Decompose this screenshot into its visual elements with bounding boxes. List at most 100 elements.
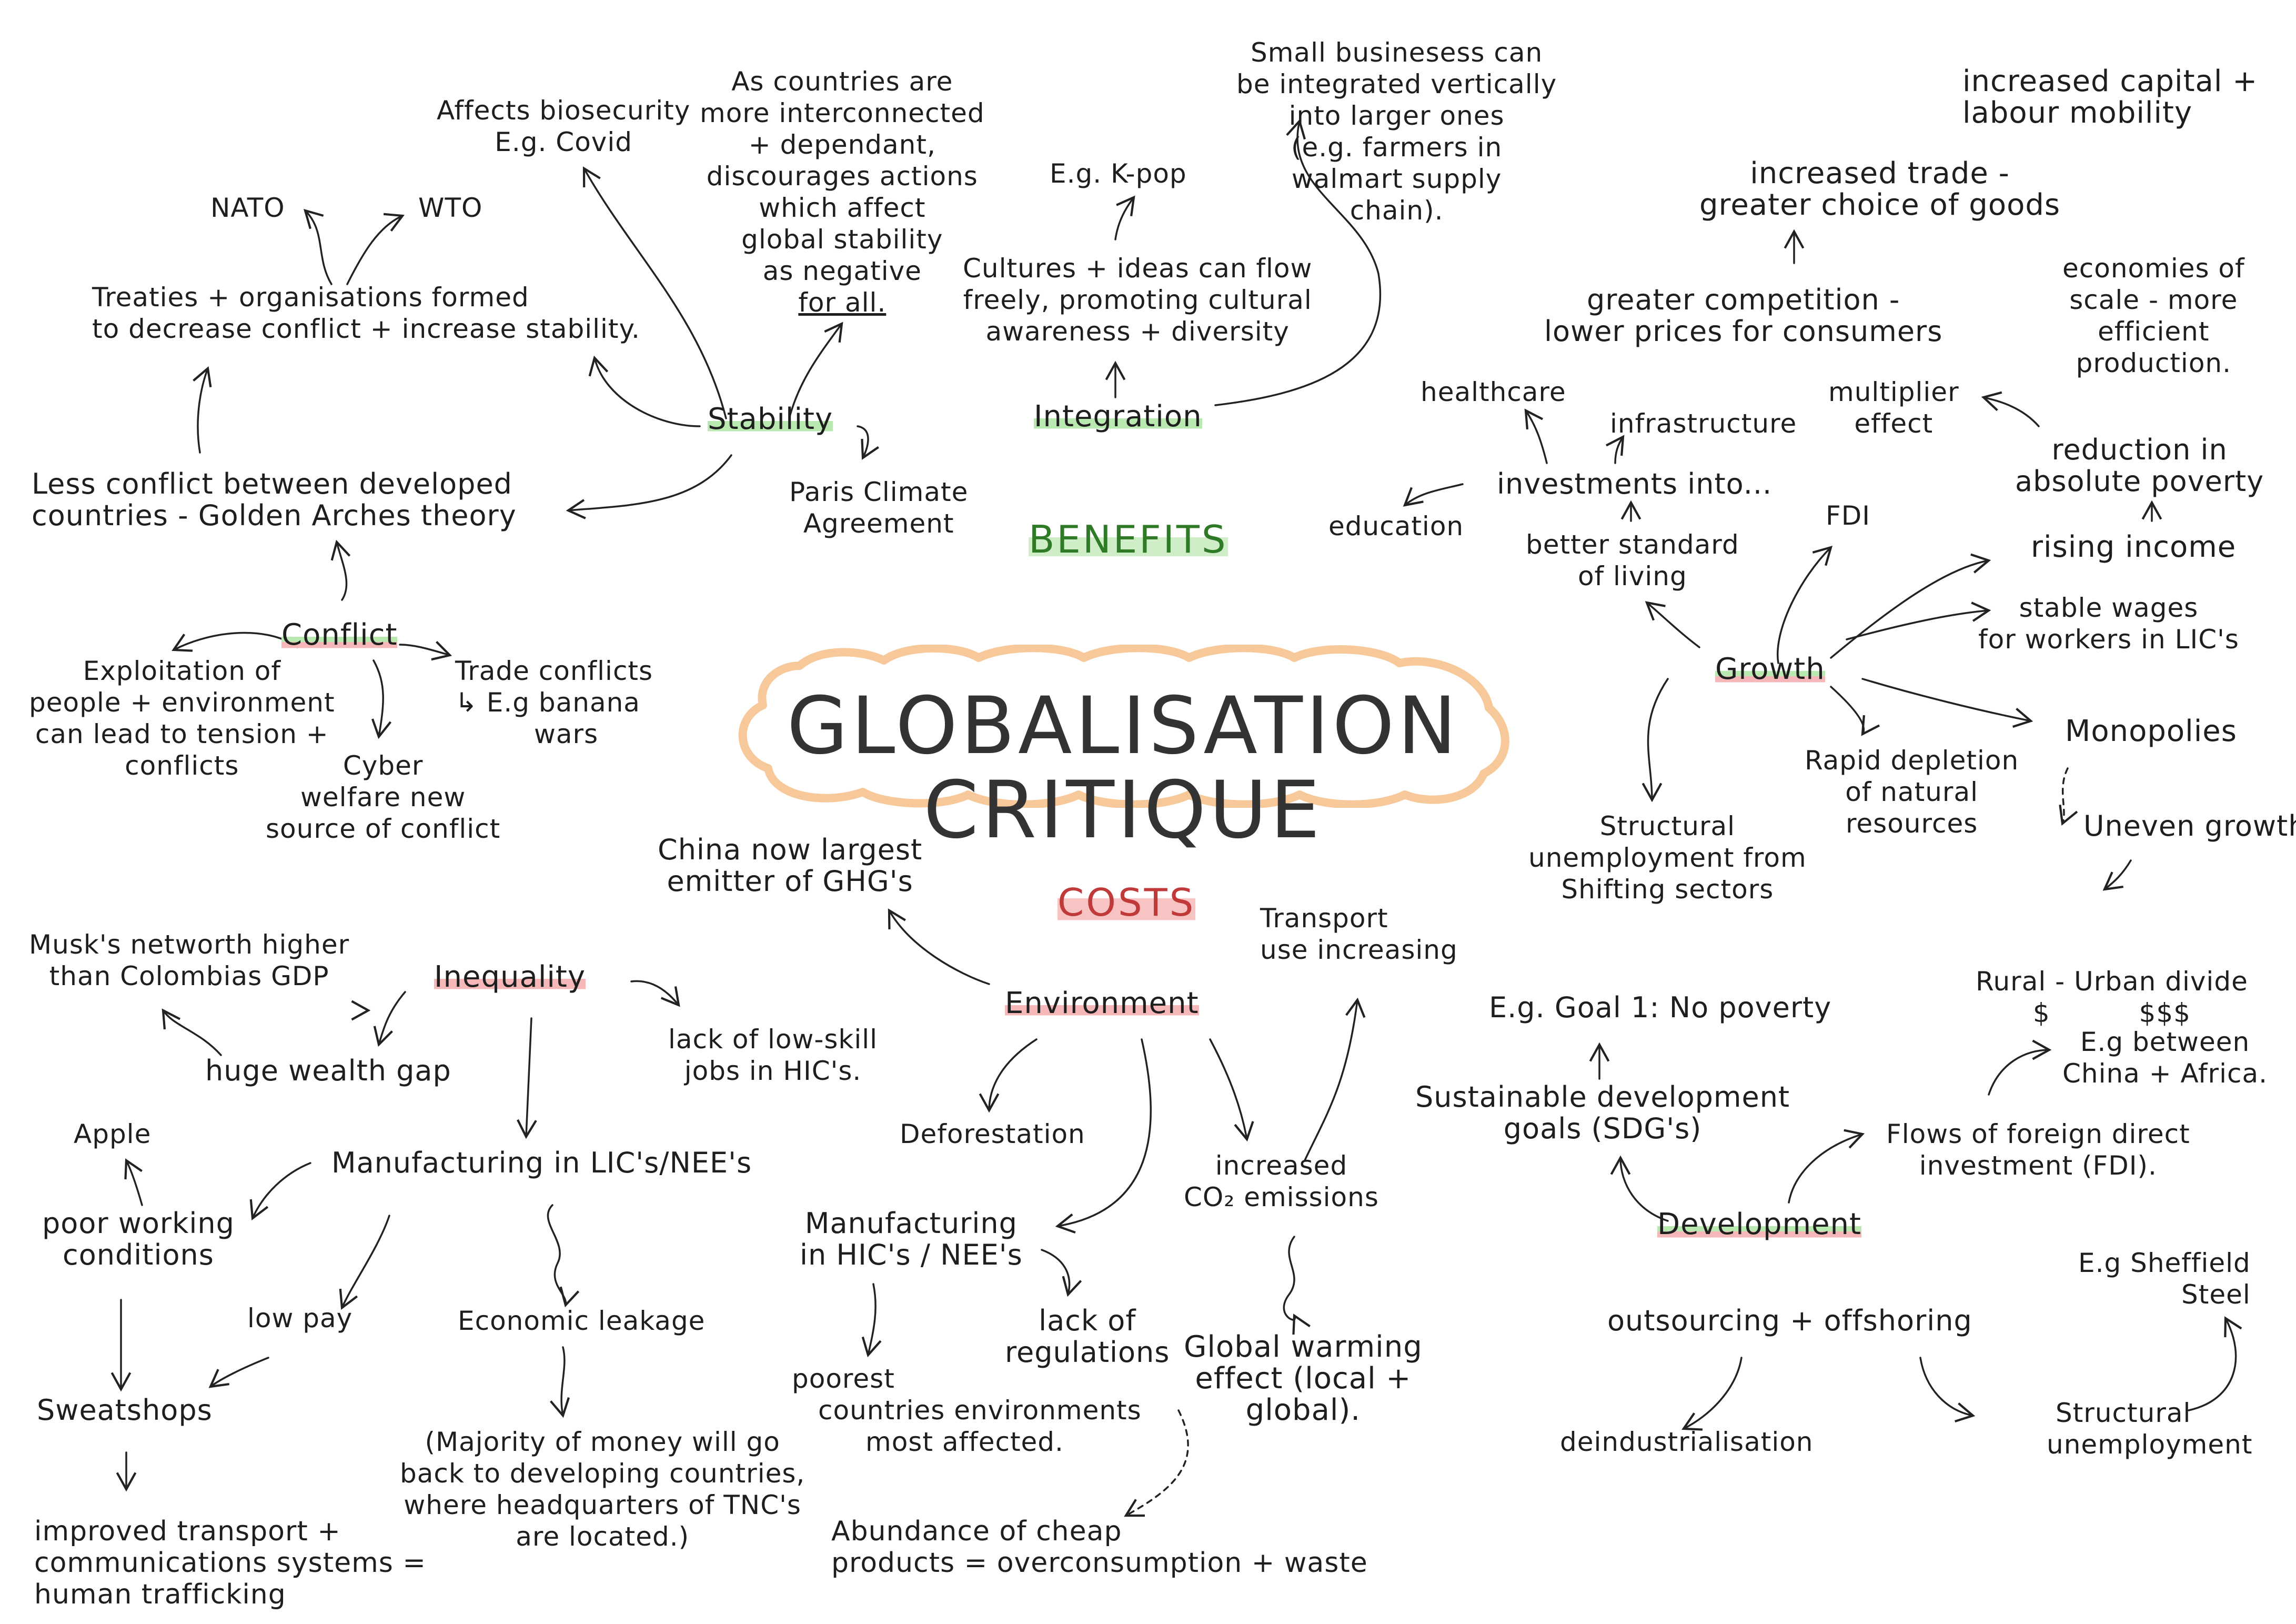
arrow xyxy=(1114,195,1135,240)
arrow xyxy=(373,991,406,1047)
arrow xyxy=(566,454,732,519)
conflict-hub: Conflict xyxy=(281,618,398,652)
apple-note: Apple xyxy=(74,1119,152,1149)
arrow xyxy=(582,166,727,419)
monopolies-note: Monopolies xyxy=(2065,714,2237,748)
arrow xyxy=(193,366,212,454)
page-title: GLOBALISATION CRITIQUE xyxy=(787,680,1460,856)
arrow xyxy=(1788,1129,1865,1204)
wealth-gap-note: huge wealth gap xyxy=(205,1054,451,1087)
arrow xyxy=(346,213,405,285)
development-hub: Development xyxy=(1657,1207,1861,1241)
arrow xyxy=(1283,1236,1311,1335)
arrow xyxy=(330,539,351,601)
arrow xyxy=(888,908,990,985)
arrow xyxy=(979,1038,1038,1113)
competition-note: greater competition -lower prices for co… xyxy=(1544,283,1943,348)
inequality-hub: Inequality xyxy=(434,960,586,994)
growth-hub: Growth xyxy=(1715,652,1825,686)
arrow xyxy=(1606,435,1625,464)
arrow xyxy=(1919,1357,1976,1422)
arrow xyxy=(1055,1038,1152,1234)
arrow xyxy=(371,659,392,739)
fdi-note: FDI xyxy=(1826,500,1871,531)
arrow xyxy=(351,1000,371,1021)
arrow xyxy=(857,425,879,460)
arrow xyxy=(303,208,333,285)
arrow xyxy=(1304,997,1366,1161)
arrow xyxy=(1981,391,2040,427)
wto-note: WTO xyxy=(418,193,483,223)
arrow xyxy=(1988,1039,2052,1096)
kpop-note: E.g. K-pop xyxy=(1050,158,1187,189)
arrow xyxy=(1403,483,1464,507)
arrow xyxy=(1777,545,1833,664)
trade-note: increased trade -greater choice of goods xyxy=(1699,156,2061,222)
arrow xyxy=(550,1346,570,1418)
leakage-note: Economic leakage xyxy=(458,1306,706,1336)
arrow xyxy=(1642,678,1669,803)
sweatshops-note: Sweatshops xyxy=(37,1394,213,1427)
arrow xyxy=(1830,553,1991,659)
healthcare-note: healthcare xyxy=(1421,377,1566,407)
arrow xyxy=(172,631,298,652)
arrow xyxy=(1209,1038,1254,1142)
arrow xyxy=(1124,1409,1189,1517)
costs-heading: COSTS xyxy=(1058,880,1196,925)
arrow xyxy=(588,355,701,427)
infrastructure-note: infrastructure xyxy=(1610,408,1797,439)
arrow xyxy=(2102,859,2132,891)
trafficking-note: improved transport +communications syste… xyxy=(34,1516,426,1610)
goal1-note: E.g. Goal 1: No poverty xyxy=(1489,991,1832,1024)
arrow xyxy=(861,1283,882,1358)
arrow xyxy=(1681,1357,1743,1431)
arrow xyxy=(339,1215,390,1310)
income-note: rising income xyxy=(2031,530,2237,564)
education-note: education xyxy=(1328,511,1464,542)
deindustrialisation-note: deindustrialisation xyxy=(1560,1427,1814,1457)
arrow xyxy=(1214,118,1382,406)
arrow xyxy=(208,1357,269,1388)
arrow xyxy=(399,641,452,661)
arrow xyxy=(1846,602,1991,640)
low-pay-note: low pay xyxy=(247,1303,353,1334)
arrow xyxy=(1830,686,1880,736)
title-cloud-outline xyxy=(738,645,1509,808)
arrow xyxy=(124,1158,143,1206)
arrow xyxy=(162,1008,222,1056)
environment-hub: Environment xyxy=(1005,986,1199,1020)
benefits-heading: BENEFITS xyxy=(1029,517,1228,562)
capital-note: increased capital +labour mobility xyxy=(1962,64,2258,130)
arrow xyxy=(2059,767,2078,826)
uneven-note: Uneven growth xyxy=(2083,809,2296,843)
arrow xyxy=(517,1017,537,1139)
arrow xyxy=(1610,1155,1669,1222)
investments-note: investments into... xyxy=(1497,467,1773,500)
